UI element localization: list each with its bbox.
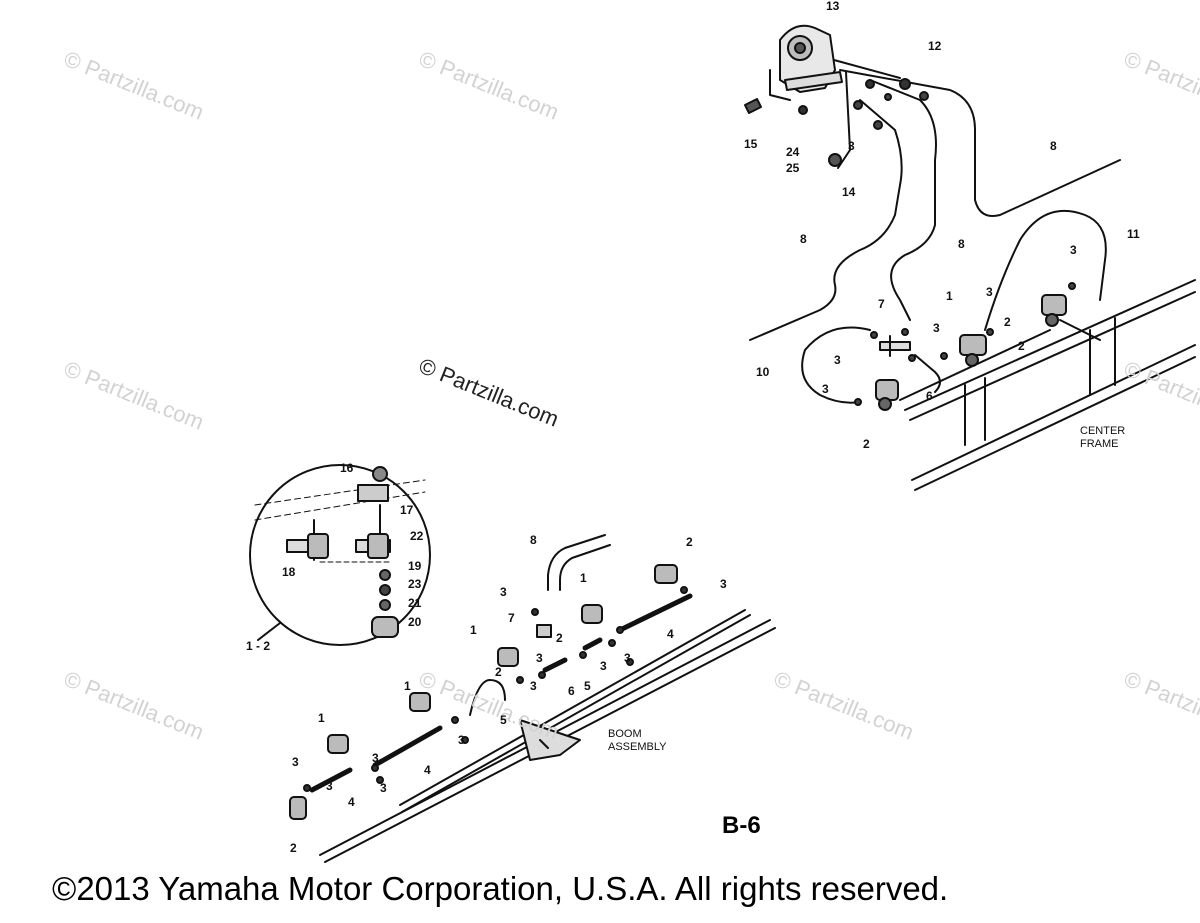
callout-3: 3 [600,659,607,673]
callout-20: 20 [408,615,422,629]
callout-21: 21 [408,596,422,610]
callout-10: 10 [756,365,770,379]
callout-1: 1 [470,623,477,637]
callout-1: 1 [404,679,411,693]
callout-25: 25 [786,161,800,175]
callout-1: 1 [318,711,325,725]
callout-3: 3 [380,781,387,795]
callout-2: 2 [495,665,502,679]
callout-3: 3 [458,733,465,747]
callout-2: 2 [686,535,693,549]
callout-11: 11 [1127,227,1140,241]
callout-18: 18 [282,565,296,579]
callout-3: 3 [292,755,299,769]
callout-7: 7 [878,297,885,311]
callout-4: 4 [348,795,355,809]
callout-4: 4 [667,627,674,641]
callout-16: 16 [340,461,354,475]
callout-24: 24 [786,145,800,159]
callout-14: 14 [842,185,856,199]
callout-8: 8 [958,237,965,251]
callout-1-2: 1 - 2 [246,639,271,653]
callout-3: 3 [500,585,507,599]
callout-2: 2 [290,841,297,855]
callout-3: 3 [624,651,631,665]
callout-2: 2 [1018,339,1025,353]
callout-3: 3 [848,139,855,153]
callout-3: 3 [372,751,379,765]
callout-7: 7 [508,611,515,625]
callout-3: 3 [720,577,727,591]
callout-15: 15 [744,137,758,151]
callout-2: 2 [556,631,563,645]
callout-3: 3 [530,679,537,693]
figure-code: B-6 [722,812,761,839]
callout-8: 8 [1050,139,1057,153]
copyright-notice: ©2013 Yamaha Motor Corporation, U.S.A. A… [52,870,949,907]
callout-5: 5 [584,679,591,693]
center-frame-caption: CENTER FRAME [1080,425,1126,450]
callout-3: 3 [822,382,829,396]
callout-23: 23 [408,577,422,591]
callout-3: 3 [834,353,841,367]
pump-assembly [744,24,843,115]
callout-5: 5 [500,713,507,727]
callout-6: 6 [568,684,575,698]
callout-6: 6 [926,389,933,403]
callout-3: 3 [933,321,940,335]
callout-17: 17 [400,503,414,517]
callout-12: 12 [928,39,942,53]
callout-8: 8 [530,533,537,547]
boom-assembly-caption: BOOM ASSEMBLY [608,728,667,753]
callout-3: 3 [986,285,993,299]
callout-8: 8 [800,232,807,246]
callout-3: 3 [326,779,333,793]
callout-22: 22 [410,529,424,543]
callout-19: 19 [408,559,422,573]
callout-2: 2 [1004,315,1011,329]
callout-3: 3 [1070,243,1077,257]
callout-1: 1 [946,289,953,303]
callout-13: 13 [826,0,840,13]
callout-2: 2 [863,437,870,451]
callout-3: 3 [536,651,543,665]
callout-1: 1 [580,571,587,585]
callout-4: 4 [424,763,431,777]
